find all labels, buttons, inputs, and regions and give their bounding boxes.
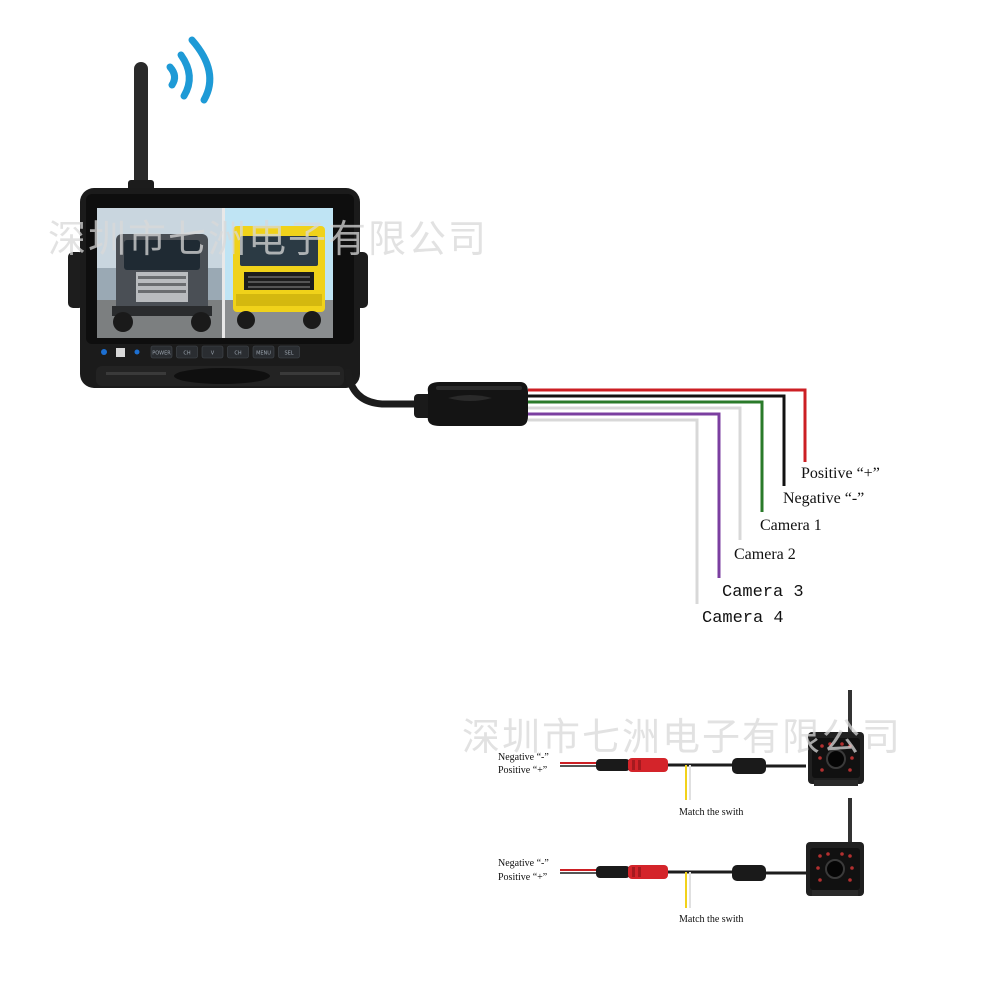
power-led-icon	[101, 349, 107, 355]
wire-white-1	[528, 408, 740, 540]
camera-2-antenna	[848, 798, 852, 844]
wireless-signal-icon	[170, 40, 210, 100]
label-negative: Negative “-”	[783, 490, 864, 507]
monitor-button-label: V	[211, 351, 215, 357]
monitor-button-1[interactable]: POWER	[151, 346, 172, 358]
label-camera-3: Camera 3	[722, 583, 804, 602]
camera-1-note: Match the swith	[679, 807, 743, 818]
monitor-button-label: CH	[234, 351, 241, 357]
splitter-connector	[414, 382, 528, 426]
monitor-button-3[interactable]: V	[202, 346, 223, 358]
camera-2-note: Match the swith	[679, 914, 743, 925]
monitor-button-label: POWER	[152, 351, 171, 357]
power-indicator	[116, 348, 125, 357]
monitor-button-4[interactable]: CH	[228, 346, 249, 358]
wire-purple	[528, 414, 719, 578]
watermark-top: 深圳市七洲电子有限公司	[48, 217, 488, 261]
monitor-button-label: SEL	[284, 351, 293, 357]
monitor-button-5[interactable]: MENU	[253, 346, 274, 358]
wire-white-2	[528, 420, 697, 604]
monitor-button-6[interactable]: SEL	[279, 346, 300, 358]
monitor-antenna	[134, 62, 148, 190]
monitor-button-label: MENU	[256, 351, 271, 357]
label-positive: Positive “+”	[801, 465, 880, 482]
watermark-bottom: 深圳市七洲电子有限公司	[462, 715, 902, 759]
label-camera-1: Camera 1	[760, 517, 822, 534]
camera-2-lens-icon	[826, 860, 844, 878]
output-wires	[528, 390, 805, 604]
monitor-button-2[interactable]: CH	[177, 346, 198, 358]
camera-2-positive-label: Positive “+”	[498, 872, 547, 883]
label-camera-2: Camera 2	[734, 546, 796, 563]
camera-1-positive-label: Positive “+”	[498, 765, 547, 776]
camera-2-negative-label: Negative “-”	[498, 858, 549, 869]
monitor-button-label: CH	[183, 351, 190, 357]
label-camera-4: Camera 4	[702, 609, 784, 628]
